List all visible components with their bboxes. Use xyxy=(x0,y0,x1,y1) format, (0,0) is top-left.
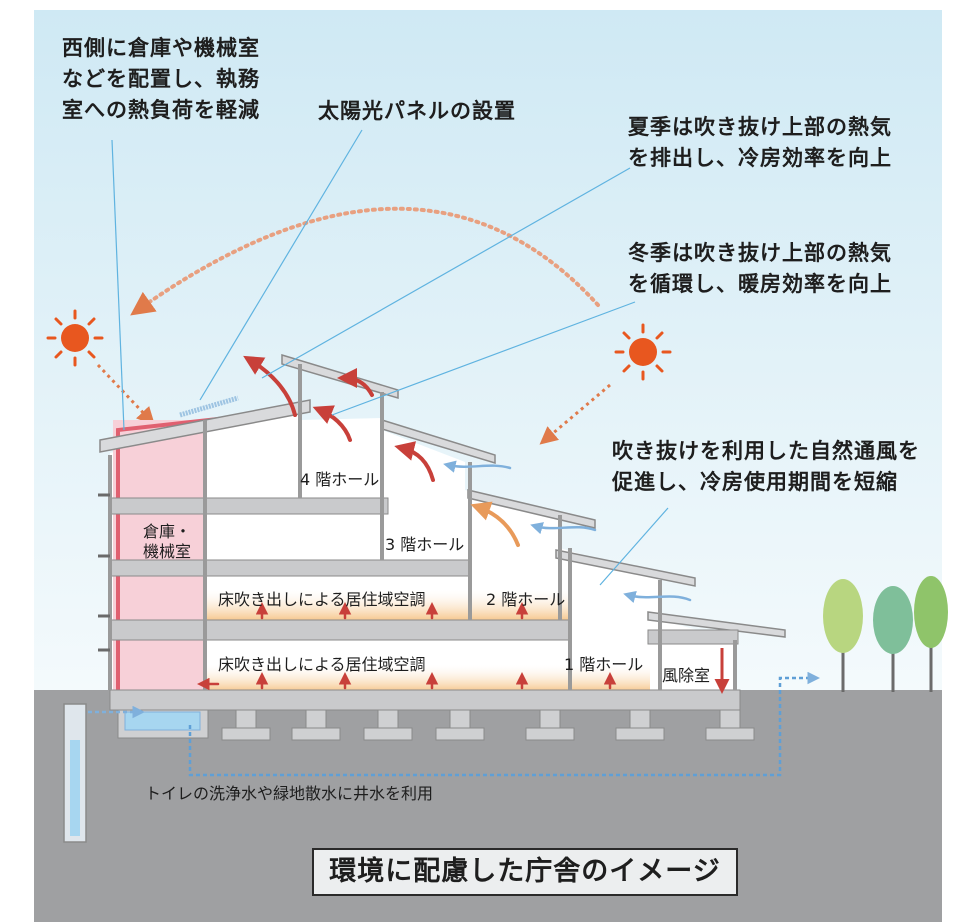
foundations xyxy=(117,709,755,741)
callout-west-storage-line-1: 西側に倉庫や機械室 xyxy=(62,36,260,60)
breeze-arrows xyxy=(443,460,692,603)
well-water-caption: トイレの洗浄水や緑地散水に井水を利用 xyxy=(145,784,434,803)
sun-path-arrow xyxy=(130,206,600,316)
callout-west-storage-line-2: などを配置し、執務 xyxy=(62,67,260,91)
callout-winter: 冬季は吹き抜け上部の熱気 を循環し、暖房効率を向上 xyxy=(628,238,892,300)
solar-panel xyxy=(179,395,239,418)
floor-outlet-arrows xyxy=(197,602,617,691)
sun-right-icon xyxy=(614,323,672,381)
callout-ventilation-line-2: 促進し、冷房使用期間を短縮 xyxy=(612,470,898,494)
callout-summer-line-1: 夏季は吹き抜け上部の熱気 xyxy=(628,115,892,139)
storage-room-label: 倉庫・ 機械室 xyxy=(143,522,191,562)
callout-winter-line-1: 冬季は吹き抜け上部の熱気 xyxy=(628,241,892,265)
callout-west-storage: 西側に倉庫や機械室 などを配置し、執務 室への熱負荷を軽減 xyxy=(62,33,260,126)
storage-room-label-line-1: 倉庫・ xyxy=(143,522,192,541)
floor-ac-2f-label: 床吹き出しによる居住域空調 xyxy=(218,590,426,609)
hall-1f-label: 1 階ホール xyxy=(564,655,644,674)
callout-west-storage-line-3: 室への熱負荷を軽減 xyxy=(62,98,260,122)
sun-left-icon xyxy=(46,309,104,367)
callout-ventilation-line-1: 吹き抜けを利用した自然通風を xyxy=(612,439,920,463)
sun-ray-left-arrow xyxy=(96,363,155,426)
storage-room-label-line-2: 機械室 xyxy=(143,542,192,561)
warm-air-arrow xyxy=(470,501,520,547)
callout-summer-line-2: を排出し、冷房効率を向上 xyxy=(628,146,892,170)
hall-2f-label: 2 階ホール xyxy=(486,590,566,609)
callout-summer: 夏季は吹き抜け上部の熱気 を排出し、冷房効率を向上 xyxy=(628,112,892,174)
callout-ventilation: 吹き抜けを利用した自然通風を 促進し、冷房使用期間を短縮 xyxy=(612,436,920,498)
windbreak-room-label: 風除室 xyxy=(662,666,711,685)
floor-ac-1f-label: 床吹き出しによる居住域空調 xyxy=(218,655,426,674)
sun-ray-right-arrow xyxy=(539,383,611,445)
hot-air-exhaust-arrows xyxy=(243,355,435,482)
diagram-title: 環境に配慮した庁舎のイメージ xyxy=(312,848,738,896)
hall-3f-label: 3 階ホール xyxy=(385,535,465,554)
irrigation-pipe-arrow xyxy=(188,671,820,777)
storage-room-area xyxy=(113,420,205,690)
west-rails xyxy=(98,493,110,652)
leader-lines xyxy=(111,129,669,586)
trees xyxy=(823,576,948,692)
callout-solar-panel: 太陽光パネルの設置 xyxy=(318,99,516,123)
floor-slabs xyxy=(109,497,741,711)
well-water xyxy=(70,740,80,836)
callout-winter-line-2: を循環し、暖房効率を向上 xyxy=(628,272,892,296)
hall-4f-label: 4 階ホール xyxy=(300,470,380,489)
